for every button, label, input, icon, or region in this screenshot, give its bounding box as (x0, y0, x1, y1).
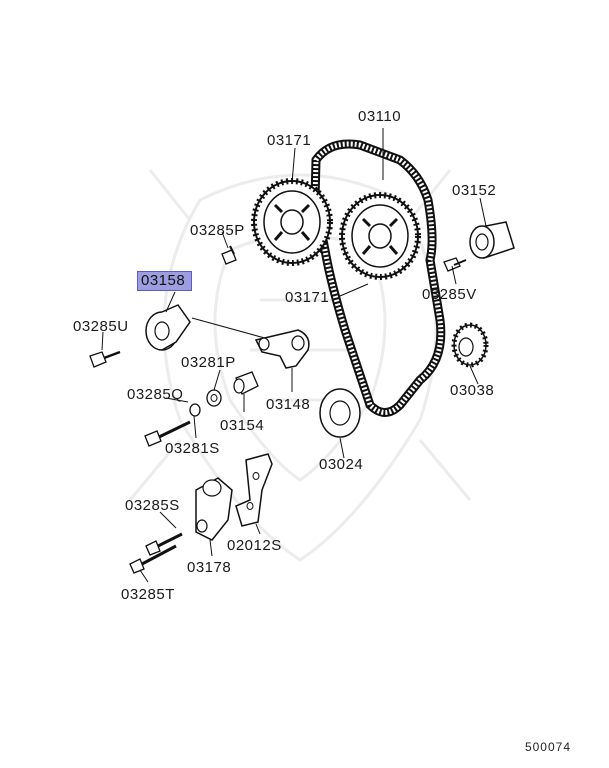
part-label-03285S: 03285S (125, 497, 180, 514)
part-label-03285U: 03285U (73, 318, 129, 335)
part-label-03281S: 03281S (165, 440, 220, 457)
part-label-03285V: 03285V (422, 286, 477, 303)
part-label-03024: 03024 (319, 456, 364, 473)
part-label-03285T: 03285T (121, 586, 175, 603)
part-label-03038: 03038 (450, 382, 495, 399)
bolt-03285S (146, 534, 182, 555)
part-label-03285Q: 03285Q (127, 386, 184, 403)
part-label-03154: 03154 (220, 417, 265, 434)
tensioner-pulley-03158 (146, 305, 272, 350)
washer-03281P (207, 390, 221, 406)
part-label-03281P: 03281P (181, 354, 236, 371)
bolt-03285V (444, 258, 466, 271)
part-label-03110: 03110 (358, 108, 402, 125)
part-label-03285P: 03285P (190, 222, 245, 239)
part-label-03178: 03178 (187, 559, 232, 576)
part-label-03171-mid: 03171 (285, 289, 330, 306)
part-label-03148: 03148 (266, 396, 311, 413)
spacer-03154 (234, 372, 258, 394)
tensioner-arm-03148 (256, 330, 309, 368)
bolt-03285P (222, 246, 236, 264)
diagram-code: 500074 (524, 740, 571, 754)
camshaft-sprocket-upper (254, 181, 330, 263)
bracket-02012S (236, 454, 272, 526)
part-label-03152: 03152 (452, 182, 497, 199)
auto-tensioner-03178 (196, 478, 232, 540)
bolt-03285T (130, 546, 176, 573)
bolt-03285U (90, 352, 120, 367)
part-label-02012S: 02012S (227, 537, 282, 554)
camshaft-sprocket-lower (342, 195, 418, 277)
timing-belt (315, 144, 441, 413)
washer-03281S (190, 404, 200, 416)
idler-pulley-03152 (470, 222, 514, 258)
crankshaft-flange-03024 (320, 389, 360, 437)
leader-lines (102, 128, 486, 582)
part-label-03158-highlighted[interactable]: 03158 (137, 271, 193, 291)
part-label-03171-top: 03171 (267, 132, 312, 149)
bolt-03285Q (145, 422, 190, 446)
crankshaft-sprocket-03038 (454, 325, 486, 365)
